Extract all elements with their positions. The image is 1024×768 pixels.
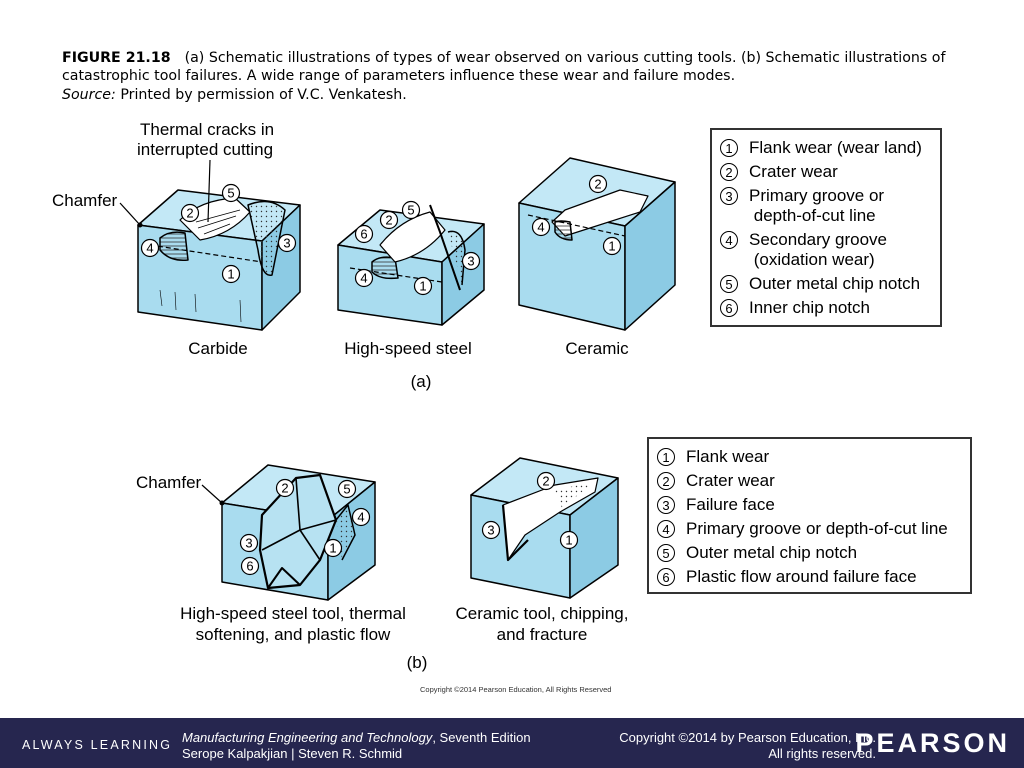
figure-copyright: Copyright ©2014 Pearson Education, All R… bbox=[420, 685, 612, 694]
part-a-label: (a) bbox=[411, 372, 432, 391]
book-info: Manufacturing Engineering and Technology… bbox=[182, 730, 531, 762]
svg-text:6: 6 bbox=[360, 227, 367, 242]
svg-text:1: 1 bbox=[227, 267, 234, 282]
part-b-label: (b) bbox=[407, 653, 428, 672]
chamfer-leader-a bbox=[119, 202, 141, 226]
always-learning-tagline: ALWAYS LEARNING bbox=[22, 738, 173, 752]
footer-copyright: Copyright ©2014 by Pearson Education, In… bbox=[619, 730, 876, 761]
tool-label-hss: High-speed steel bbox=[344, 339, 472, 358]
thermal-cracks-label-1: Thermal cracks in bbox=[140, 120, 274, 139]
hss-tool bbox=[337, 204, 485, 326]
carbide-markers: 4 2 5 3 1 bbox=[140, 183, 297, 284]
svg-text:2: 2 bbox=[542, 474, 549, 489]
ceramic-markers: 2 4 1 bbox=[531, 174, 622, 256]
svg-text:1: 1 bbox=[419, 279, 426, 294]
svg-text:3: 3 bbox=[467, 254, 474, 269]
svg-text:5: 5 bbox=[407, 203, 414, 218]
svg-text:2: 2 bbox=[594, 177, 601, 192]
svg-text:5: 5 bbox=[343, 482, 350, 497]
book-authors: Serope Kalpakjian | Steven R. Schmid bbox=[182, 746, 403, 761]
svg-text:4: 4 bbox=[537, 220, 544, 235]
tool-label-ceramic: Ceramic bbox=[565, 339, 629, 358]
ceramic-failure-markers: 2 3 1 bbox=[481, 471, 579, 550]
hss-failure-markers: 2 5 4 3 1 6 bbox=[239, 478, 371, 576]
svg-text:1: 1 bbox=[608, 239, 615, 254]
tool-label-carbide: Carbide bbox=[188, 339, 248, 358]
svg-text:2: 2 bbox=[385, 213, 392, 228]
book-title: Manufacturing Engineering and Technology bbox=[182, 730, 433, 745]
tool2-label-line2: and fracture bbox=[497, 625, 588, 644]
tool1-label-line1: High-speed steel tool, thermal bbox=[180, 604, 406, 623]
chamfer-label-b: Chamfer bbox=[136, 473, 202, 492]
chamfer-dot-b bbox=[219, 500, 225, 506]
carbide-tool bbox=[137, 189, 301, 331]
svg-text:3: 3 bbox=[245, 536, 252, 551]
svg-text:4: 4 bbox=[360, 271, 367, 286]
hss-failure-tool bbox=[221, 464, 376, 601]
footer-bar: ALWAYS LEARNING Manufacturing Engineerin… bbox=[0, 718, 1024, 768]
book-edition: , Seventh Edition bbox=[432, 730, 531, 745]
chamfer-leader-b bbox=[201, 484, 223, 504]
source-text: Printed by permission of V.C. Venkatesh. bbox=[120, 86, 407, 103]
thermal-cracks-label-2: interrupted cutting bbox=[137, 140, 273, 159]
svg-text:3: 3 bbox=[283, 236, 290, 251]
chamfer-label-a: Chamfer bbox=[52, 191, 118, 210]
thermal-cracks-leader bbox=[207, 159, 211, 223]
svg-text:2: 2 bbox=[186, 206, 193, 221]
wear-diagram: Thermal cracks in interrupted cutting Ch… bbox=[52, 120, 676, 672]
svg-text:6: 6 bbox=[246, 559, 253, 574]
svg-text:2: 2 bbox=[281, 481, 288, 496]
chamfer-dot-a bbox=[137, 222, 143, 228]
tool2-label-line1: Ceramic tool, chipping, bbox=[456, 604, 629, 623]
svg-text:5: 5 bbox=[227, 186, 234, 201]
hss-markers: 6 2 5 4 1 3 bbox=[354, 200, 481, 296]
figure-number: FIGURE 21.18 bbox=[62, 50, 171, 66]
figure-caption: FIGURE 21.18(a) Schematic illustrations … bbox=[62, 49, 962, 104]
source-label: Source: bbox=[62, 86, 116, 103]
caption-text: (a) Schematic illustrations of types of … bbox=[62, 50, 946, 85]
svg-text:4: 4 bbox=[357, 510, 364, 525]
svg-text:4: 4 bbox=[146, 241, 153, 256]
svg-text:3: 3 bbox=[487, 523, 494, 538]
tool1-label-line2: softening, and plastic flow bbox=[196, 625, 391, 644]
svg-text:1: 1 bbox=[565, 533, 572, 548]
svg-text:1: 1 bbox=[329, 541, 336, 556]
pearson-logo: PEARSON bbox=[855, 728, 1010, 758]
